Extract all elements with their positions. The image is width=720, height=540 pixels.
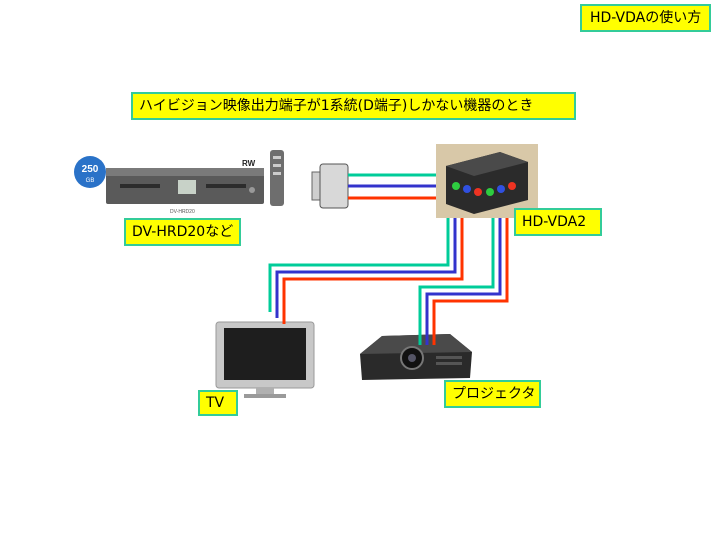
d-terminal-plug <box>311 163 349 209</box>
recorder-label: DV-HRD20など <box>124 218 242 246</box>
cable-converter-to-projector <box>418 218 509 345</box>
recorder-model-mark: DV-HRD20 <box>170 209 195 215</box>
recorder-badge-unit: GB <box>86 178 95 184</box>
cable-blue <box>425 218 502 345</box>
cable-plug-to-converter <box>348 173 436 200</box>
cable-green <box>268 218 450 312</box>
tv-device <box>215 321 315 398</box>
converter-label: HD-VDA2 <box>514 208 602 236</box>
tv-label: TV <box>198 390 238 416</box>
projector-device <box>360 334 472 380</box>
banner-label: ハイビジョン映像出力端子が1系統(D端子)しかない機器のとき <box>131 92 576 120</box>
cable-green <box>418 218 495 345</box>
cable-red <box>282 218 464 324</box>
cable-converter-to-tv <box>268 218 464 324</box>
projector-label: プロジェクタ <box>444 380 541 408</box>
recorder-device: 250 GB DV-HRD20 RW <box>74 150 284 215</box>
cable-blue <box>275 218 457 318</box>
recorder-badge: 250 <box>82 164 99 175</box>
converter-device <box>436 144 538 218</box>
recorder-rw-mark: RW <box>242 159 256 168</box>
corner-title-label: HD-VDAの使い方 <box>580 4 712 32</box>
cable-red <box>432 218 509 345</box>
